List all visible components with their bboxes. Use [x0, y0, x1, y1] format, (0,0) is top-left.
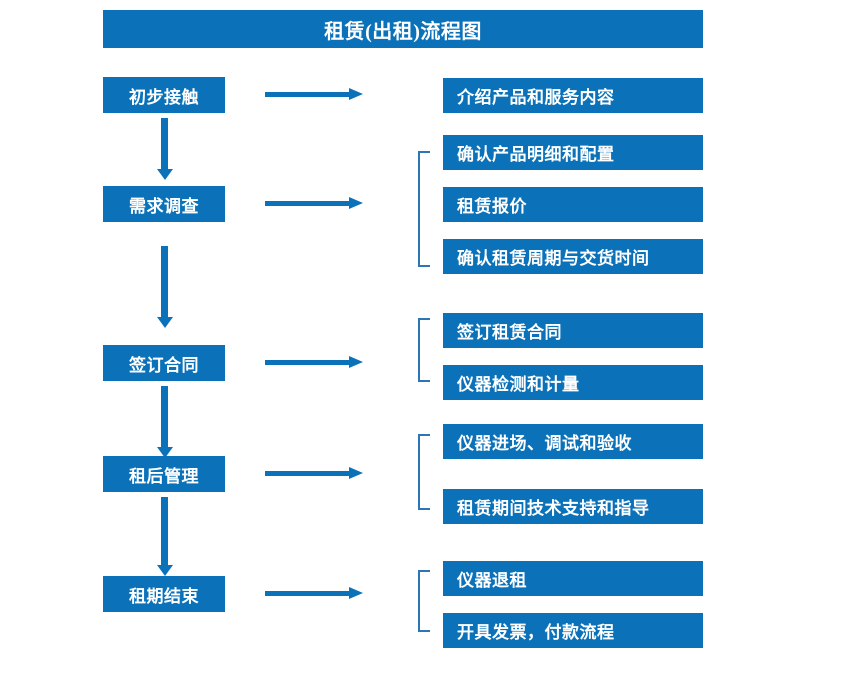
arrow-shaft	[265, 591, 351, 596]
arrow-head	[349, 587, 363, 599]
arrow-head	[349, 467, 363, 479]
arrow-head	[157, 317, 173, 328]
stage-box-lease-end[interactable]: 租期结束	[103, 576, 225, 612]
stage-box-post-rental-management[interactable]: 租后管理	[103, 456, 225, 492]
arrow-shaft	[161, 246, 168, 317]
arrow-right-stage-3	[265, 356, 365, 368]
arrow-shaft	[265, 201, 351, 206]
group-bracket-stage-5	[418, 570, 430, 632]
group-bracket-stage-3	[418, 318, 430, 382]
arrow-shaft	[161, 386, 168, 447]
group-bracket-stage-2	[418, 151, 430, 267]
detail-box-4-2[interactable]: 租赁期间技术支持和指导	[443, 489, 703, 524]
arrow-down-stage-4-to-5	[156, 497, 173, 576]
stage-box-sign-contract[interactable]: 签订合同	[103, 345, 225, 381]
arrow-shaft	[265, 360, 351, 365]
arrow-head	[157, 447, 173, 458]
arrow-shaft	[161, 118, 168, 169]
detail-box-2-1[interactable]: 确认产品明细和配置	[443, 135, 703, 170]
arrow-down-stage-2-to-3	[156, 246, 173, 328]
detail-box-3-2[interactable]: 仪器检测和计量	[443, 365, 703, 400]
arrow-right-stage-1	[265, 88, 365, 100]
arrow-shaft	[265, 471, 351, 476]
stage-box-initial-contact[interactable]: 初步接触	[103, 77, 225, 113]
detail-box-2-2[interactable]: 租赁报价	[443, 187, 703, 222]
arrow-shaft	[161, 497, 168, 565]
arrow-shaft	[265, 92, 351, 97]
stage-box-demand-survey[interactable]: 需求调查	[103, 186, 225, 222]
detail-box-1-1[interactable]: 介绍产品和服务内容	[443, 78, 703, 113]
diagram-title: 租赁(出租)流程图	[103, 10, 703, 48]
arrow-down-stage-3-to-4	[156, 386, 173, 458]
arrow-head	[349, 356, 363, 368]
arrow-head	[349, 88, 363, 100]
detail-box-3-1[interactable]: 签订租赁合同	[443, 313, 703, 348]
detail-box-5-1[interactable]: 仪器退租	[443, 561, 703, 596]
arrow-right-stage-4	[265, 467, 365, 479]
arrow-down-stage-1-to-2	[156, 118, 173, 180]
arrow-head	[349, 197, 363, 209]
detail-box-5-2[interactable]: 开具发票，付款流程	[443, 613, 703, 648]
arrow-head	[157, 565, 173, 576]
arrow-head	[157, 169, 173, 180]
arrow-right-stage-5	[265, 587, 365, 599]
detail-box-4-1[interactable]: 仪器进场、调试和验收	[443, 424, 703, 459]
arrow-right-stage-2	[265, 197, 365, 209]
detail-box-2-3[interactable]: 确认租赁周期与交货时间	[443, 239, 703, 274]
group-bracket-stage-4	[418, 434, 430, 510]
